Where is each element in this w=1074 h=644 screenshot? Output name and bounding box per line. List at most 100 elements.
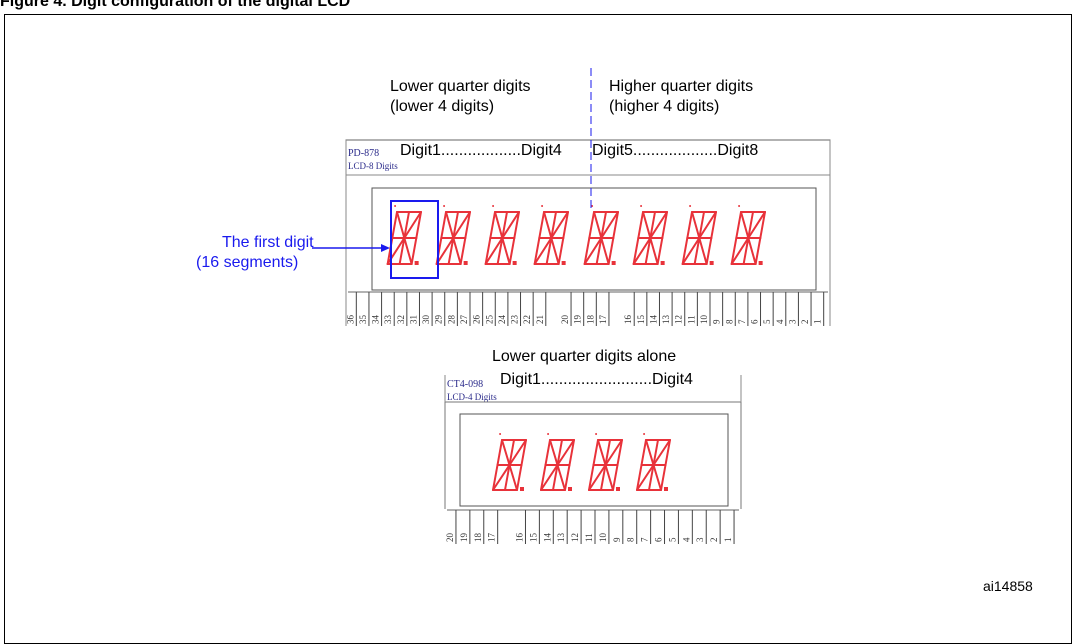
pin-label: 16 bbox=[514, 533, 524, 543]
pin-label: 6 bbox=[750, 319, 760, 324]
pin-label: 2 bbox=[800, 320, 810, 325]
segment-marker bbox=[595, 433, 598, 435]
segment bbox=[556, 439, 575, 466]
segment bbox=[612, 464, 619, 491]
lcd4-digit-3 bbox=[588, 433, 623, 491]
segment bbox=[403, 237, 413, 265]
segment bbox=[664, 439, 671, 466]
segment bbox=[636, 464, 655, 491]
segment bbox=[504, 464, 511, 491]
decimal-point bbox=[758, 261, 763, 265]
segment bbox=[595, 237, 603, 265]
segment bbox=[645, 439, 655, 466]
pin-label: 25 bbox=[484, 315, 494, 325]
segment bbox=[545, 237, 553, 265]
segment bbox=[640, 439, 647, 466]
segment bbox=[698, 211, 717, 239]
pin-label: 5 bbox=[762, 319, 772, 324]
segment bbox=[649, 237, 659, 265]
pin-label: 9 bbox=[712, 319, 722, 324]
segment bbox=[484, 237, 504, 265]
pin-label: 21 bbox=[535, 315, 545, 324]
lcd-digit-4 bbox=[533, 205, 569, 265]
pin-label: 27 bbox=[459, 315, 469, 325]
higher-quarter-sublabel: (higher 4 digits) bbox=[609, 98, 720, 115]
decimal-point bbox=[660, 261, 665, 265]
segment bbox=[705, 237, 713, 265]
segment bbox=[508, 439, 515, 466]
segment bbox=[710, 211, 717, 239]
segment bbox=[398, 237, 406, 265]
segment bbox=[693, 237, 701, 265]
segment bbox=[592, 439, 599, 466]
pin-label: 18 bbox=[473, 533, 483, 543]
decimal-point bbox=[709, 261, 714, 265]
segment bbox=[494, 211, 504, 239]
lcd-digit-7 bbox=[681, 205, 717, 265]
first-digit-label: The first digit bbox=[222, 234, 314, 251]
segment bbox=[730, 237, 750, 265]
pin-label: 3 bbox=[787, 319, 797, 324]
lower-quarter-label: Lower quarter digits bbox=[390, 78, 531, 95]
segment bbox=[550, 211, 557, 239]
segment bbox=[501, 211, 520, 239]
pin-label: 24 bbox=[497, 315, 507, 325]
segment bbox=[642, 211, 652, 239]
first-digit-sublabel: (16 segments) bbox=[196, 254, 299, 271]
segment bbox=[588, 464, 595, 491]
pin-label: 5 bbox=[667, 537, 677, 542]
segment bbox=[644, 237, 652, 265]
pin-label: 8 bbox=[724, 319, 734, 324]
lcd-digit-6 bbox=[632, 205, 668, 265]
segment-marker bbox=[738, 205, 741, 207]
figure-caption: Figure 4. Digit configuration of the dig… bbox=[0, 0, 351, 10]
segment bbox=[747, 211, 754, 239]
segment-marker bbox=[689, 205, 692, 207]
pin-label: 10 bbox=[598, 533, 608, 543]
segment bbox=[447, 237, 455, 265]
segment bbox=[484, 237, 492, 265]
segment-marker bbox=[492, 205, 495, 207]
lcd4-digit-2 bbox=[540, 433, 575, 491]
lcd-digit-3 bbox=[484, 205, 520, 265]
segment bbox=[445, 211, 455, 239]
segment bbox=[686, 211, 693, 239]
segment bbox=[600, 237, 610, 265]
pin-label: 16 bbox=[623, 315, 633, 325]
segment bbox=[652, 439, 671, 466]
pin-label: 22 bbox=[522, 315, 532, 324]
segment bbox=[403, 211, 422, 239]
segment bbox=[564, 464, 571, 491]
segment bbox=[742, 237, 750, 265]
segment bbox=[520, 439, 527, 466]
segment bbox=[464, 211, 471, 239]
higher-quarter-label: Higher quarter digits bbox=[609, 78, 754, 95]
decimal-point bbox=[463, 261, 468, 265]
segment bbox=[754, 237, 762, 265]
segment bbox=[600, 464, 607, 491]
pin-label: 26 bbox=[472, 315, 482, 325]
segment bbox=[607, 237, 615, 265]
pin-label: 13 bbox=[556, 533, 566, 543]
segment bbox=[508, 237, 516, 265]
pin-label: 8 bbox=[626, 537, 636, 542]
pin-label: 15 bbox=[636, 315, 646, 325]
segment-marker bbox=[591, 205, 594, 207]
segment bbox=[501, 211, 508, 239]
segment bbox=[501, 439, 511, 466]
pin-label: 14 bbox=[648, 315, 658, 325]
segment bbox=[533, 237, 553, 265]
segment bbox=[516, 464, 523, 491]
segment bbox=[612, 211, 619, 239]
segment bbox=[648, 464, 655, 491]
lcd-digit-1 bbox=[386, 205, 422, 265]
segment bbox=[544, 439, 551, 466]
segment bbox=[492, 464, 511, 491]
pin-label: 20 bbox=[560, 315, 570, 325]
segment-marker bbox=[640, 205, 643, 207]
pin-label: 10 bbox=[699, 315, 709, 325]
pin-label: 35 bbox=[358, 315, 368, 325]
pin-label: 14 bbox=[542, 533, 552, 543]
bottom-digits: Digit1.........................Digit4 bbox=[500, 371, 693, 388]
